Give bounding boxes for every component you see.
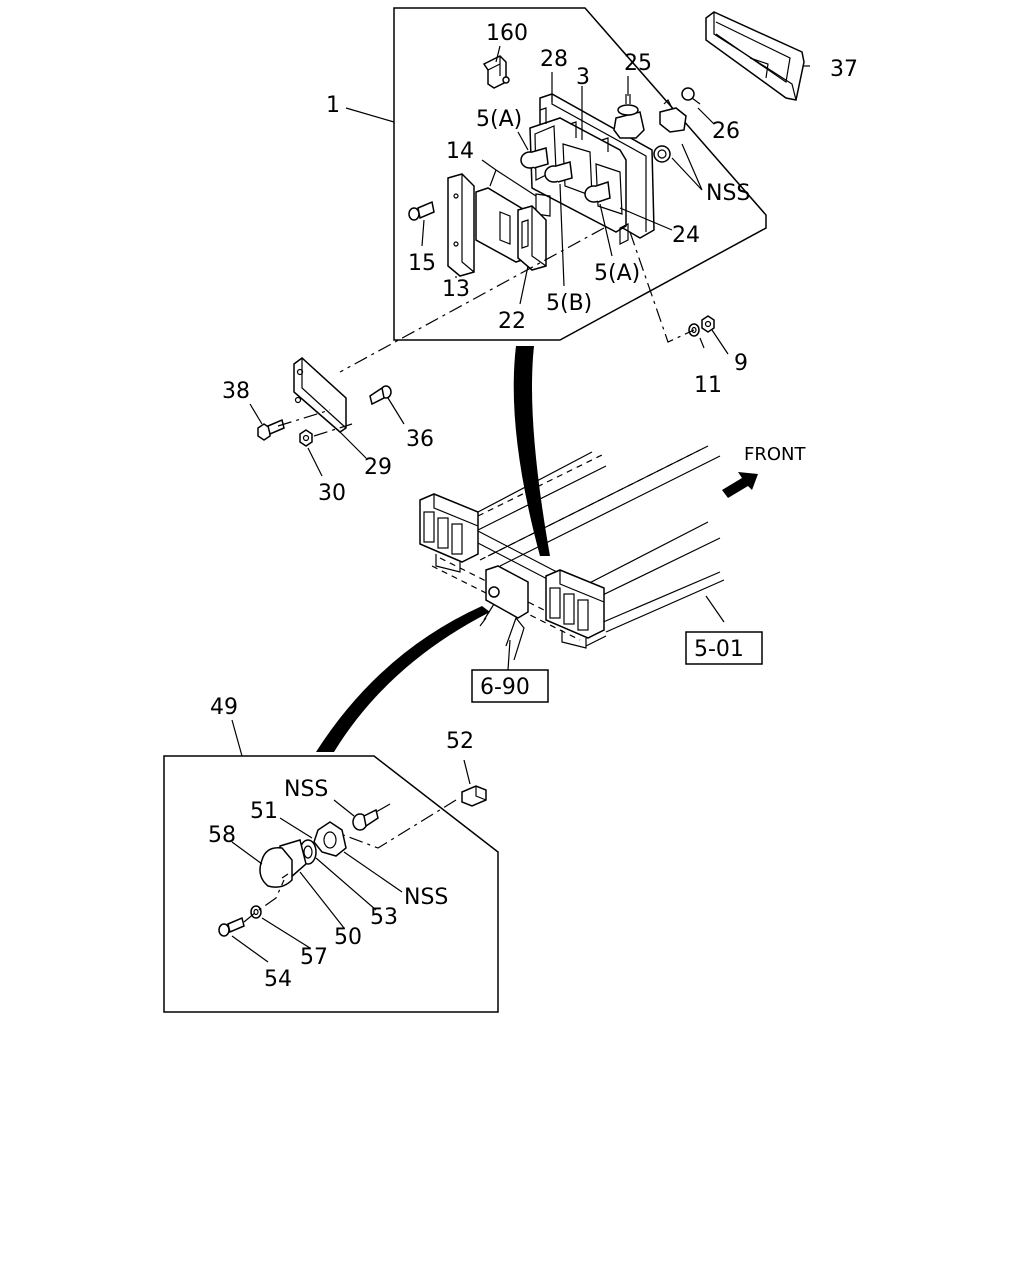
callout-25: 25 [624,51,652,76]
upper-leader-lines [345,45,810,305]
right-rear-lamp [545,569,605,649]
callout-53: 53 [370,905,398,930]
ref-box-6-90 [471,669,549,703]
callout-38: 38 [222,379,250,404]
part-13-lens [447,173,475,277]
part-15-screw [408,200,435,221]
part-9-nut [701,315,715,333]
part-52-clip [461,759,487,807]
left-rear-lamp [419,493,479,573]
part-26-screw [681,87,701,105]
front-direction-indicator: FRONT [722,444,806,498]
callout-160: 160 [486,21,528,46]
part-53-base [313,821,347,857]
callout-51: 51 [250,799,278,824]
ref-box-5-01 [685,631,763,665]
callout-nss-upper: NSS [706,181,750,206]
part-37-reflector [705,11,805,101]
callout-36: 36 [406,427,434,452]
part-30-nut [299,429,313,447]
callout-52: 52 [446,729,474,754]
callout-9: 9 [734,351,748,376]
callout-28: 28 [540,47,568,72]
callout-14: 14 [446,139,474,164]
part-25-socket [613,94,645,139]
lower-assembly-frame [163,755,499,1013]
callout-22: 22 [498,309,526,334]
front-arrow-icon [722,472,758,498]
part-29-bracket [293,357,347,433]
callout-11: 11 [694,373,722,398]
bulb-5b [544,161,573,183]
callout-49: 49 [210,695,238,720]
callout-29: 29 [364,455,392,480]
bulb-5a-lower [584,180,611,203]
part-22-lens [517,205,547,271]
callout-nss-wire: NSS [284,777,328,802]
callout-1: 1 [326,93,340,118]
part-58-lens [259,847,293,888]
part-36-screw [369,385,392,406]
callout-57: 57 [300,945,328,970]
part-38-bolt [257,418,285,441]
part-57-washer [250,905,262,919]
callout-15: 15 [408,251,436,276]
callout-24: 24 [672,223,700,248]
upper-assembly-frame [393,7,767,341]
bulb-5a-upper [520,147,549,169]
callout-5b: 5(B) [546,291,592,316]
ref-5-01-label: 5-01 [694,637,744,662]
nss-grommet [653,145,671,163]
callout-13: 13 [442,277,470,302]
nss-clip-upper [659,98,687,133]
assembly-arrow-upper [513,346,550,556]
nss-wire-bolt [333,799,391,831]
assembly-arrow-lower [316,606,490,752]
part-160-connector [482,55,510,89]
callout-54: 54 [264,967,292,992]
callout-30: 30 [318,481,346,506]
callout-37: 37 [830,57,858,82]
callout-26: 26 [712,119,740,144]
callout-58: 58 [208,823,236,848]
ref-6-90-label: 6-90 [480,675,530,700]
lower-leader-lines [231,817,403,963]
callout-5a-upper: 5(A) [476,107,522,132]
callout-50: 50 [334,925,362,950]
callout-nss-lower: NSS [404,885,448,910]
callout-3: 3 [576,65,590,90]
license-lamp-bracket [479,565,529,661]
part-54-screw [218,916,245,937]
callout-5a-lower: 5(A) [594,261,640,286]
front-label: FRONT [744,444,806,465]
